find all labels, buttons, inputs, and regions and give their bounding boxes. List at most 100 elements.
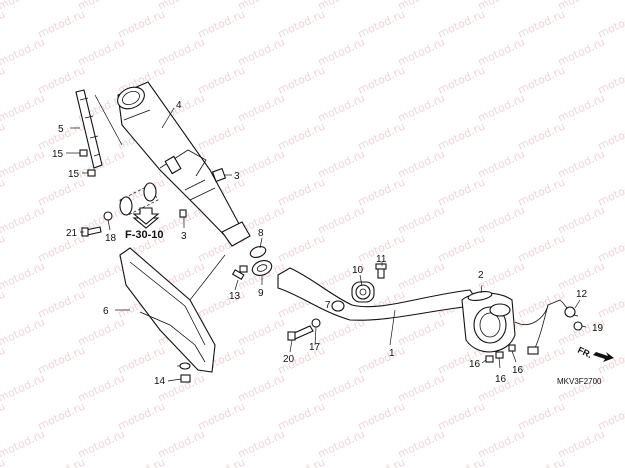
muffler bbox=[117, 81, 251, 247]
watermark-text: motod.ru bbox=[236, 428, 287, 461]
watermark-text: motod.ru bbox=[36, 456, 87, 468]
watermark-text: motod.ru bbox=[436, 64, 487, 97]
watermark-text: motod.ru bbox=[196, 400, 247, 433]
watermark-text: motod.ru bbox=[116, 8, 167, 41]
watermark-text: motod.ru bbox=[556, 428, 607, 461]
watermark-text: motod.ru bbox=[436, 400, 487, 433]
watermark-text: motod.ru bbox=[316, 0, 367, 13]
watermark-text: motod.ru bbox=[476, 148, 527, 181]
callout-12: 12 bbox=[576, 289, 588, 300]
watermark-text: motod.ru bbox=[556, 36, 607, 69]
watermark-text: motod.ru bbox=[516, 400, 567, 433]
callout-7: 7 bbox=[325, 300, 331, 311]
watermark-text: motod.ru bbox=[436, 120, 487, 153]
front-direction-indicator: FR. bbox=[576, 345, 614, 362]
watermark-text: motod.ru bbox=[356, 456, 407, 468]
callout-11: 11 bbox=[376, 254, 387, 265]
watermark-text: motod.ru bbox=[436, 8, 487, 41]
washer-14 bbox=[179, 362, 191, 370]
watermark-text: motod.ru bbox=[0, 428, 47, 461]
watermark-text: motod.ru bbox=[0, 8, 7, 41]
callout-13: 13 bbox=[229, 291, 241, 302]
callout-2: 2 bbox=[478, 270, 484, 281]
collar-7 bbox=[331, 300, 345, 312]
nut-3a bbox=[211, 167, 227, 183]
watermark-text: motod.ru bbox=[356, 176, 407, 209]
watermark-text: motod.ru bbox=[76, 372, 127, 405]
gasket-2 bbox=[467, 290, 493, 302]
watermark-text: motod.ru bbox=[356, 64, 407, 97]
callout-14: 14 bbox=[154, 376, 166, 387]
callout-16b: 16 bbox=[495, 374, 507, 385]
watermark-text: motod.ru bbox=[156, 428, 207, 461]
watermark-text: motod.ru bbox=[0, 400, 7, 433]
callout-3a: 3 bbox=[234, 171, 240, 182]
callout-5: 5 bbox=[58, 124, 64, 135]
callout-9: 9 bbox=[258, 288, 264, 299]
watermark-text: motod.ru bbox=[556, 204, 607, 237]
watermark-text: motod.ru bbox=[36, 344, 87, 377]
watermark-text: motod.ru bbox=[396, 260, 447, 293]
watermark-text: motod.ru bbox=[0, 372, 47, 405]
watermark-text: motod.ru bbox=[196, 64, 247, 97]
watermark-text: motod.ru bbox=[0, 232, 7, 265]
gasket-8 bbox=[249, 246, 267, 258]
washer-17 bbox=[311, 318, 321, 328]
watermark-text: motod.ru bbox=[356, 8, 407, 41]
watermark-text: motod.ru bbox=[516, 64, 567, 97]
watermark-text: motod.ru bbox=[556, 260, 607, 293]
watermark-text: motod.ru bbox=[316, 92, 367, 125]
watermark-text: motod.ru bbox=[396, 428, 447, 461]
watermark-text: motod.ru bbox=[0, 316, 47, 349]
watermark-text: motod.ru bbox=[516, 232, 567, 265]
bolt-15a bbox=[79, 149, 88, 157]
watermark-text: motod.ru bbox=[36, 8, 87, 41]
watermark-text: motod.ru bbox=[316, 204, 367, 237]
watermark-text: motod.ru bbox=[76, 36, 127, 69]
watermark-text: motod.ru bbox=[0, 64, 7, 97]
callout-21: 21 bbox=[66, 228, 78, 239]
watermark-text: motod.ru bbox=[476, 92, 527, 125]
watermark-text: motod.ru bbox=[276, 64, 327, 97]
watermark-text: motod.ru bbox=[76, 316, 127, 349]
watermark-text: motod.ru bbox=[0, 288, 7, 321]
watermark-text: motod.ru bbox=[316, 148, 367, 181]
watermark-text: motod.ru bbox=[396, 316, 447, 349]
watermark-text: motod.ru bbox=[236, 0, 287, 13]
watermark-text: motod.ru bbox=[156, 36, 207, 69]
watermark-text: motod.ru bbox=[76, 428, 127, 461]
watermark-text: motod.ru bbox=[316, 428, 367, 461]
watermark-text: motod.ru bbox=[396, 0, 447, 13]
watermark-text: motod.ru bbox=[76, 0, 127, 13]
rubber-bushing-10 bbox=[351, 281, 375, 303]
watermark-text: motod.ru bbox=[76, 260, 127, 293]
watermark-text: motod.ru bbox=[0, 36, 47, 69]
bracket-line bbox=[94, 94, 123, 146]
watermark-text: motod.ru bbox=[476, 0, 527, 13]
watermark-text: motod.ru bbox=[0, 344, 7, 377]
heat-guard-strip bbox=[75, 89, 103, 169]
watermark-text: motod.ru bbox=[276, 456, 327, 468]
watermark-text: motod.ru bbox=[36, 232, 87, 265]
washer-18 bbox=[103, 211, 113, 221]
watermark-text: motod.ru bbox=[0, 260, 47, 293]
bolt-16a bbox=[485, 355, 494, 363]
reference-arrow: F-30-10 bbox=[125, 207, 164, 241]
watermark-text: motod.ru bbox=[276, 232, 327, 265]
bolt-21 bbox=[81, 226, 102, 237]
callout-1: 1 bbox=[389, 348, 395, 359]
bolt-13 bbox=[231, 265, 248, 280]
front-label: FR. bbox=[576, 345, 593, 360]
watermark-text: motod.ru bbox=[356, 344, 407, 377]
callout-20: 20 bbox=[283, 354, 295, 365]
watermark-text: motod.ru bbox=[436, 176, 487, 209]
watermark-text: motod.ru bbox=[396, 372, 447, 405]
callout-6: 6 bbox=[103, 306, 109, 317]
watermark-text: motod.ru bbox=[196, 8, 247, 41]
diagram-code: MKV3F2700 bbox=[557, 377, 602, 386]
watermark-text: motod.ru bbox=[116, 400, 167, 433]
watermark-text: motod.ru bbox=[276, 176, 327, 209]
watermark-text: motod.ru bbox=[276, 400, 327, 433]
watermark-text: motod.ru bbox=[36, 400, 87, 433]
watermark-text: motod.ru bbox=[516, 344, 567, 377]
